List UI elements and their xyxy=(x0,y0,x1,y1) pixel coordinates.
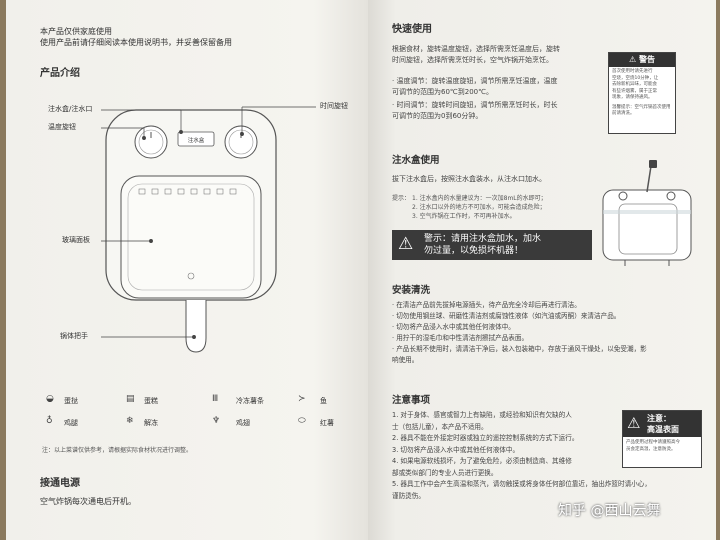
notice-title: 注意事项 xyxy=(392,395,431,406)
food-item: 鸡腿 xyxy=(64,419,78,427)
thaw-icon: ❄ xyxy=(126,416,134,426)
clean-item: · 产品长期不使用时，请清洁干净后，装入包装箱中，存放于通风干燥处，以免受潮，影 xyxy=(392,345,647,353)
device-badge-text: 注水盒 xyxy=(188,136,205,144)
tip-item: 3. 空气炸锅在工作时，不可再补加水。 xyxy=(412,213,516,220)
hot-surface-header: ⚠ 注意： 高温表面 xyxy=(623,411,701,437)
food-item: 鱼 xyxy=(320,397,327,405)
warning-header: ⚠ 警告 xyxy=(609,53,675,67)
product-diagram: 注水盒 xyxy=(101,106,316,353)
right-page: 快速使用 根据食材，旋转温度旋钮，选择所需烹饪温度后，旋转 时间旋钮，选择所需烹… xyxy=(368,0,716,540)
temp-knob-shape xyxy=(134,125,168,159)
notice-item: 4. 如果电源软线损坏，为了避免危险，必须由制造商、其维修 xyxy=(392,457,572,465)
clean-item: · 切勿使用钢丝球、研磨性清洁剂或腐蚀性液体（如汽油或丙酮）来清洁产品。 xyxy=(392,312,621,320)
cake-icon: ▤ xyxy=(126,394,135,404)
notice-item: 谨防烫伤。 xyxy=(392,491,425,500)
clean-title: 安装清洗 xyxy=(392,285,431,296)
tips-list: 1. 注水盒内的水量建议为：一次加8mL的水即可； 2. 注水口以外的地方不可加… xyxy=(412,194,547,221)
label-handle: 锅体把手 xyxy=(60,332,88,340)
wing-icon: ♆ xyxy=(212,416,221,426)
notice-list: 1. 对于身体、感官或智力上有缺陷，或经验和知识有欠缺的人 士（包括儿童），本产… xyxy=(392,410,651,502)
timer-knob-shape xyxy=(224,125,258,159)
food-item: 鸡翅 xyxy=(236,419,250,427)
temp-adjust: · 温度调节：旋转温度旋钮，调节所需烹饪温度，温度 可调节的范围为60℃到200… xyxy=(392,77,558,96)
power-text: 空气炸锅每次通电后开机。 xyxy=(40,497,136,506)
notice-item: 士（包括儿童），本产品不适用。 xyxy=(392,422,488,431)
tart-icon: ◒ xyxy=(46,394,54,404)
label-timer-knob: 时间旋钮 xyxy=(320,102,348,110)
label-temp-knob: 温度旋钮 xyxy=(48,123,76,131)
warning-text: 首次使用时请先进行 空烧，空烧10分钟，让 去除新机异味，可能会 有些许烟雾，属… xyxy=(612,69,671,116)
water-box-badge xyxy=(177,131,215,147)
notice-item: 1. 对于身体、感官或智力上有缺陷，或经验和知识有欠缺的人 xyxy=(392,411,572,419)
fish-icon: ≻ xyxy=(298,394,306,404)
food-note: 注：以上菜谱仅供参考，请根据实际食材状况进行调整。 xyxy=(42,447,193,454)
clean-list: · 在清洁产品前先拔掉电源插头，待产品完全冷却后再进行清洁。 · 切勿使用钢丝球… xyxy=(392,300,647,366)
clean-item: · 用拧干的湿毛巾和中性清洁剂擦拭产品表面。 xyxy=(392,334,529,342)
warning-icon: ⚠ xyxy=(629,55,637,64)
food-item: 蛋挞 xyxy=(64,397,78,405)
hot-surface-icon: ⚠ xyxy=(627,414,641,432)
tip-item: 1. 注水盒内的水量建议为：一次加8mL的水即可； xyxy=(412,195,547,202)
fries-icon: Ⅲ xyxy=(212,394,219,404)
food-item: 冷冻薯条 xyxy=(236,397,264,405)
quick-title: 快速使用 xyxy=(392,24,432,35)
intro-text: 本产品仅供家庭使用 使用产品前请仔细阅读本使用说明书，并妥善保留备用 xyxy=(40,26,340,48)
product-intro-title: 产品介绍 xyxy=(40,68,80,79)
drumstick-icon: ♁ xyxy=(46,416,53,426)
water-alert-banner: ⚠ 警示：请用注水盒加水，加水 勿过量，以免损坏机器！ xyxy=(392,230,592,260)
sweet-potato-icon: ⬭ xyxy=(298,416,306,426)
food-item: 解冻 xyxy=(144,419,158,427)
quick-text: 根据食材，旋转温度旋钮，选择所需烹饪温度后，旋转 时间旋钮，选择所需烹饪时长，空… xyxy=(392,45,560,64)
clean-item: · 在清洁产品前先拔掉电源插头，待产品完全冷却后再进行清洁。 xyxy=(392,301,581,309)
tips-label: 提示： xyxy=(392,195,411,202)
notice-item: 3. 切勿将产品浸入水中或其他任何液体中。 xyxy=(392,445,520,454)
glass-panel-shape xyxy=(120,175,262,299)
notice-item: 5. 器具工作中会产生高温和蒸汽，请勿触摸或将身体任何部位靠近，抽出炸篮时请小心… xyxy=(392,480,651,488)
tip-item: 2. 注水口以外的地方不可加水，可能会造成危险； xyxy=(412,204,546,211)
time-adjust: · 时间调节：旋转时间旋钮，调节所需烹饪时长，时长 可调节的范围为0到60分钟。 xyxy=(392,101,558,120)
left-page: 本产品仅供家庭使用 使用产品前请仔细阅读本使用说明书，并妥善保留备用 产品介绍 xyxy=(6,0,368,540)
food-grid: ◒ 蛋挞 ▤ 蛋糕 Ⅲ 冷冻薯条 ≻ 鱼 ♁ 鸡腿 ❄ 解冻 ♆ 鸡翅 ⬭ 红薯 xyxy=(40,390,344,450)
food-item: 蛋糕 xyxy=(144,397,158,405)
water-box-illustration xyxy=(602,160,692,266)
clean-item: 响使用。 xyxy=(392,356,419,364)
power-title: 接通电源 xyxy=(40,478,80,489)
manual-spread: 本产品仅供家庭使用 使用产品前请仔细阅读本使用说明书，并妥善保留备用 产品介绍 xyxy=(6,0,718,540)
food-item: 红薯 xyxy=(320,419,334,427)
notice-item: 部或类似部门的专业人员进行更换。 xyxy=(392,468,498,477)
handle-shape xyxy=(185,300,207,353)
intro-line: 使用产品前请仔细阅读本使用说明书，并妥善保留备用 xyxy=(40,38,232,47)
hot-surface-note: 产品使用过程中请遵照高今 员会定高温，注意防烫。 xyxy=(626,440,680,452)
intro-line: 本产品仅供家庭使用 xyxy=(40,27,112,36)
notice-item: 2. 器具不能在外接定时器或独立的遥控控制系统的方式下运行。 xyxy=(392,434,579,442)
label-water-box: 注水盒/注水口 xyxy=(48,105,93,113)
watermark: 知乎 @西山云舞 xyxy=(558,503,661,519)
warning-box: ⚠ 警告 首次使用时请先进行 空烧，空烧10分钟，让 去除新机异味，可能会 有些… xyxy=(608,52,676,134)
water-text: 拔下注水盒后，按照注水盒装水，从注水口加水。 xyxy=(392,175,546,183)
hot-surface-box: ⚠ 注意： 高温表面 产品使用过程中请遵照高今 员会定高温，注意防烫。 xyxy=(622,410,702,468)
water-title: 注水盒使用 xyxy=(392,155,440,166)
label-glass-panel: 玻璃面板 xyxy=(62,236,90,244)
clean-item: · 切勿将产品浸入水中或其他任何液体中。 xyxy=(392,323,515,331)
alert-icon: ⚠ xyxy=(398,234,414,254)
